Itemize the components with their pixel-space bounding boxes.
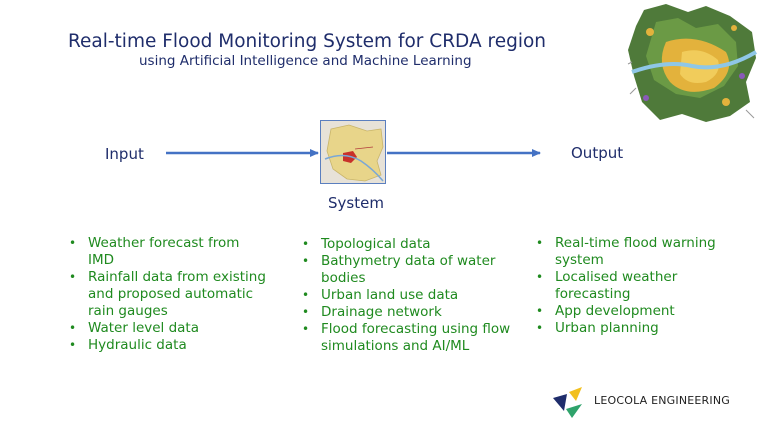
list-item: Water level data	[69, 320, 269, 337]
leocola-logo-icon	[553, 387, 582, 418]
list-item: Topological data	[302, 236, 512, 253]
list-item: Bathymetry data of water bodies	[302, 253, 512, 287]
region-map-image	[627, 4, 758, 122]
list-item: Drainage network	[302, 304, 512, 321]
list-item: Localised weather forecasting	[536, 269, 736, 303]
list-item: Real-time flood warning system	[536, 235, 736, 269]
logo-text: LEOCOLA ENGINEERING	[594, 394, 730, 407]
slide-subtitle: using Artificial Intelligence and Machin…	[139, 53, 472, 69]
list-item: Hydraulic data	[69, 337, 269, 354]
input-label: Input	[105, 145, 144, 163]
list-item: Urban planning	[536, 320, 736, 337]
slide-title: Real-time Flood Monitoring System for CR…	[68, 31, 547, 52]
output-label: Output	[571, 144, 624, 162]
system-map-box	[320, 120, 386, 184]
list-item: Urban land use data	[302, 287, 512, 304]
system-list: Topological data Bathymetry data of wate…	[302, 236, 512, 355]
output-list: Real-time flood warning system Localised…	[536, 235, 736, 337]
system-label: System	[328, 194, 384, 212]
list-item: Rainfall data from existing and proposed…	[69, 269, 269, 320]
list-item: App development	[536, 303, 736, 320]
input-list: Weather forecast from IMD Rainfall data …	[69, 235, 269, 354]
list-item: Weather forecast from IMD	[69, 235, 269, 269]
system-map-image	[324, 124, 384, 182]
list-item: Flood forecasting using flow simulations…	[302, 321, 512, 355]
